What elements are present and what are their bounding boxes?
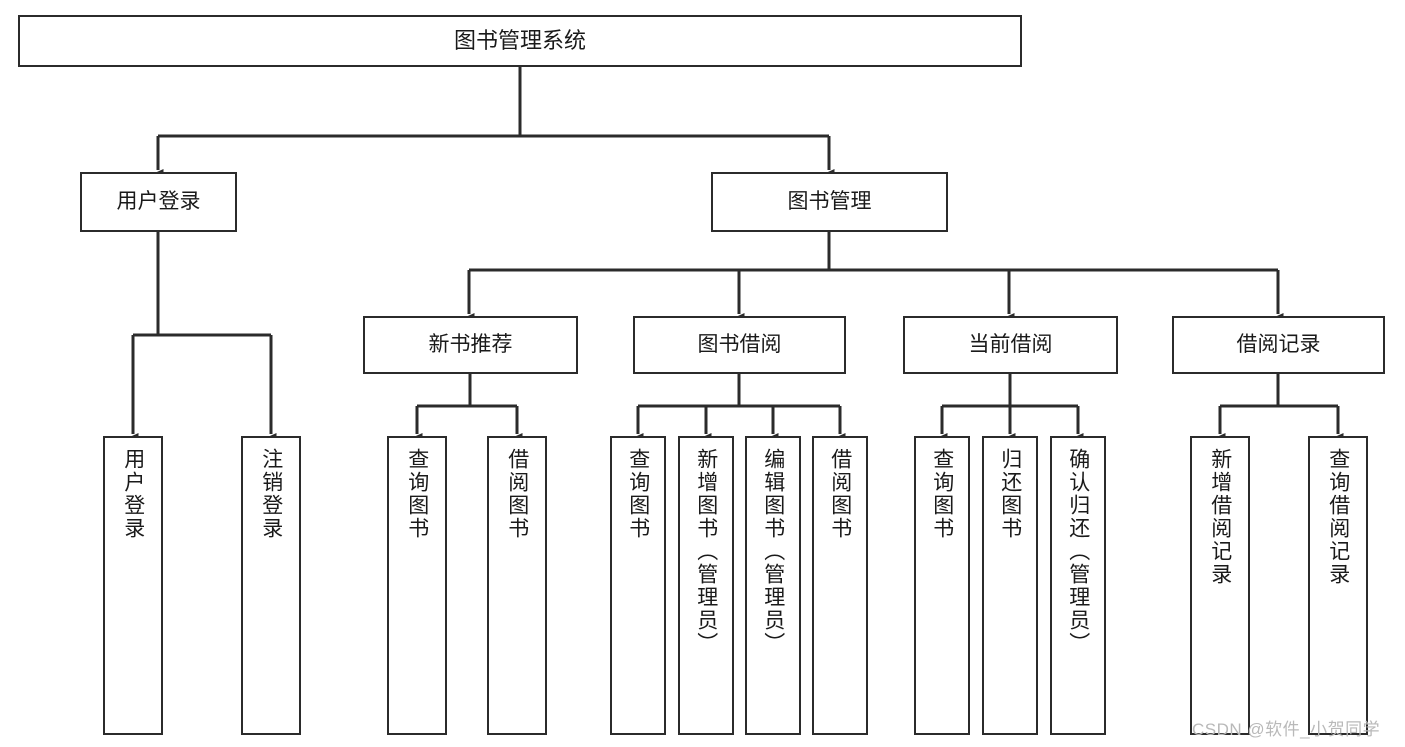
- node-label: 借阅图书: [828, 448, 852, 540]
- node-label: 借阅图书: [505, 448, 529, 540]
- watermark-text: CSDN @软件_小贺同学: [1192, 720, 1381, 739]
- node-leaf-user-login[interactable]: 用户登录: [103, 436, 163, 735]
- node-label: 用户登录: [121, 448, 145, 540]
- node-leaf-return-book[interactable]: 归还图书: [982, 436, 1038, 735]
- node-label: 编辑图书（管理员）: [761, 448, 785, 655]
- node-label: 借阅记录: [1236, 333, 1321, 357]
- node-label: 当前借阅: [968, 333, 1053, 357]
- node-leaf-borrow-book-2[interactable]: 借阅图书: [812, 436, 868, 735]
- node-label: 注销登录: [259, 448, 283, 540]
- node-root[interactable]: 图书管理系统: [18, 15, 1022, 67]
- node-label: 查询图书: [930, 448, 954, 540]
- node-leaf-query-book-1[interactable]: 查询图书: [387, 436, 447, 735]
- node-current-borrow[interactable]: 当前借阅: [903, 316, 1118, 374]
- node-leaf-add-book[interactable]: 新增图书（管理员）: [678, 436, 734, 735]
- node-borrow-record[interactable]: 借阅记录: [1172, 316, 1385, 374]
- node-label: 查询图书: [405, 448, 429, 540]
- node-leaf-confirm-return[interactable]: 确认归还（管理员）: [1050, 436, 1106, 735]
- node-leaf-borrow-book-1[interactable]: 借阅图书: [487, 436, 547, 735]
- node-leaf-add-record[interactable]: 新增借阅记录: [1190, 436, 1250, 735]
- node-leaf-query-book-3[interactable]: 查询图书: [914, 436, 970, 735]
- node-label: 图书管理系统: [453, 27, 586, 53]
- node-label: 查询图书: [626, 448, 650, 540]
- node-label: 新书推荐: [428, 333, 513, 357]
- node-user-login[interactable]: 用户登录: [80, 172, 237, 232]
- node-leaf-edit-book[interactable]: 编辑图书（管理员）: [745, 436, 801, 735]
- node-label: 图书管理: [787, 190, 872, 214]
- node-book-borrow[interactable]: 图书借阅: [633, 316, 846, 374]
- node-label: 新增借阅记录: [1208, 448, 1232, 586]
- node-leaf-user-logout[interactable]: 注销登录: [241, 436, 301, 735]
- node-new-book-rec[interactable]: 新书推荐: [363, 316, 578, 374]
- node-label: 图书借阅: [697, 333, 782, 357]
- node-book-manage[interactable]: 图书管理: [711, 172, 948, 232]
- node-label: 归还图书: [998, 448, 1022, 540]
- node-label: 确认归还（管理员）: [1066, 448, 1090, 655]
- node-leaf-query-book-2[interactable]: 查询图书: [610, 436, 666, 735]
- connector-paths: [127, 67, 1344, 443]
- node-label: 新增图书（管理员）: [694, 448, 718, 655]
- node-label: 用户登录: [116, 190, 201, 214]
- node-label: 查询借阅记录: [1326, 448, 1350, 586]
- node-leaf-query-record[interactable]: 查询借阅记录: [1308, 436, 1368, 735]
